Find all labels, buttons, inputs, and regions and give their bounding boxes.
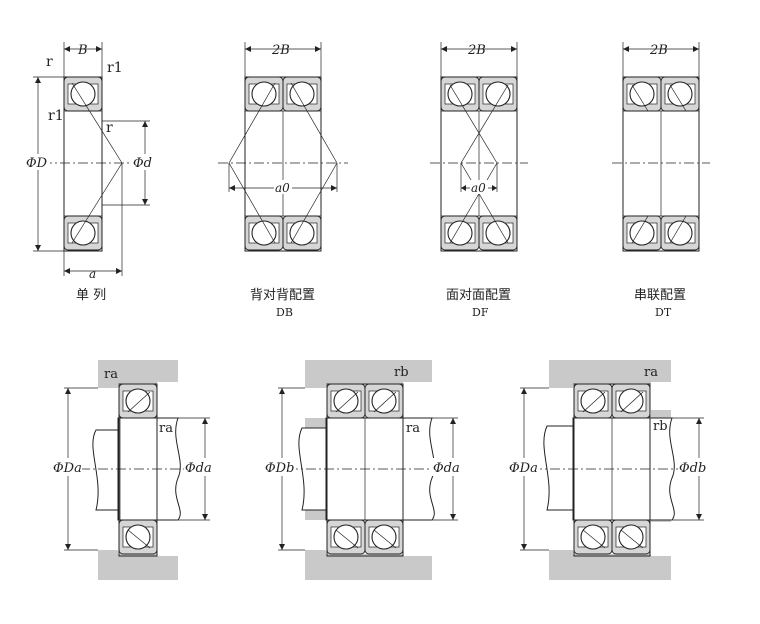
dim-B-label: B [77, 43, 88, 58]
caption-db: 背对背配置 [250, 288, 315, 303]
m1-phida-label: Φda [185, 461, 212, 476]
single-row-bearing: B ΦD Φd a r r1 r1 r 单 列 [24, 42, 156, 303]
df-arrangement: 2B a0 面对面配置 DF [430, 42, 528, 319]
dt-2B-label: 2B [649, 43, 668, 58]
r-top-label: r [46, 54, 53, 70]
m1-ra-top-label: ra [104, 367, 118, 382]
r1-top-label: r1 [107, 60, 123, 76]
m3-phiDa-label: ΦDa [509, 461, 538, 476]
caption-single: 单 列 [76, 288, 106, 303]
m3-rb-side-label: rb [653, 419, 668, 434]
m3-ra-top-label: ra [644, 365, 658, 380]
m1-ra-side-label: ra [159, 421, 173, 436]
dim-a-label: a [89, 267, 96, 281]
m2-phida-label: Φda [433, 461, 460, 476]
code-db: DB [276, 306, 293, 319]
m2-ra-side-label: ra [406, 421, 420, 436]
m1-phiDa-label: ΦDa [53, 461, 82, 476]
single-upper-ball [63, 76, 103, 112]
m2-phiDb-label: ΦDb [265, 461, 294, 476]
m3-phidb-label: Φdb [679, 461, 706, 476]
caption-df: 面对面配置 [446, 288, 511, 303]
code-dt: DT [655, 306, 672, 319]
db-2B-label: 2B [271, 43, 290, 58]
code-df: DF [472, 306, 489, 319]
df-2B-label: 2B [467, 43, 486, 58]
r1-left-label: r1 [48, 108, 64, 124]
df-a0-label: a0 [471, 181, 486, 195]
db-arrangement: 2B a0 背对背配置 DB [218, 42, 348, 319]
single-lower-ball [63, 215, 103, 251]
m2-rb-top-label: rb [394, 365, 409, 380]
phi-d-label: Φd [133, 156, 152, 171]
mounting-db: ΦDb Φda rb ra [264, 360, 462, 580]
r-mid-label: r [106, 120, 113, 136]
caption-dt: 串联配置 [634, 288, 686, 303]
mounting-df: ΦDa Φdb ra rb [508, 360, 710, 580]
mounting-single: ΦDa Φda ra ra [52, 360, 214, 580]
phi-D-label: ΦD [26, 156, 48, 171]
dt-arrangement: 2B 串联配置 DT [612, 42, 710, 319]
db-a0-label: a0 [275, 181, 290, 195]
